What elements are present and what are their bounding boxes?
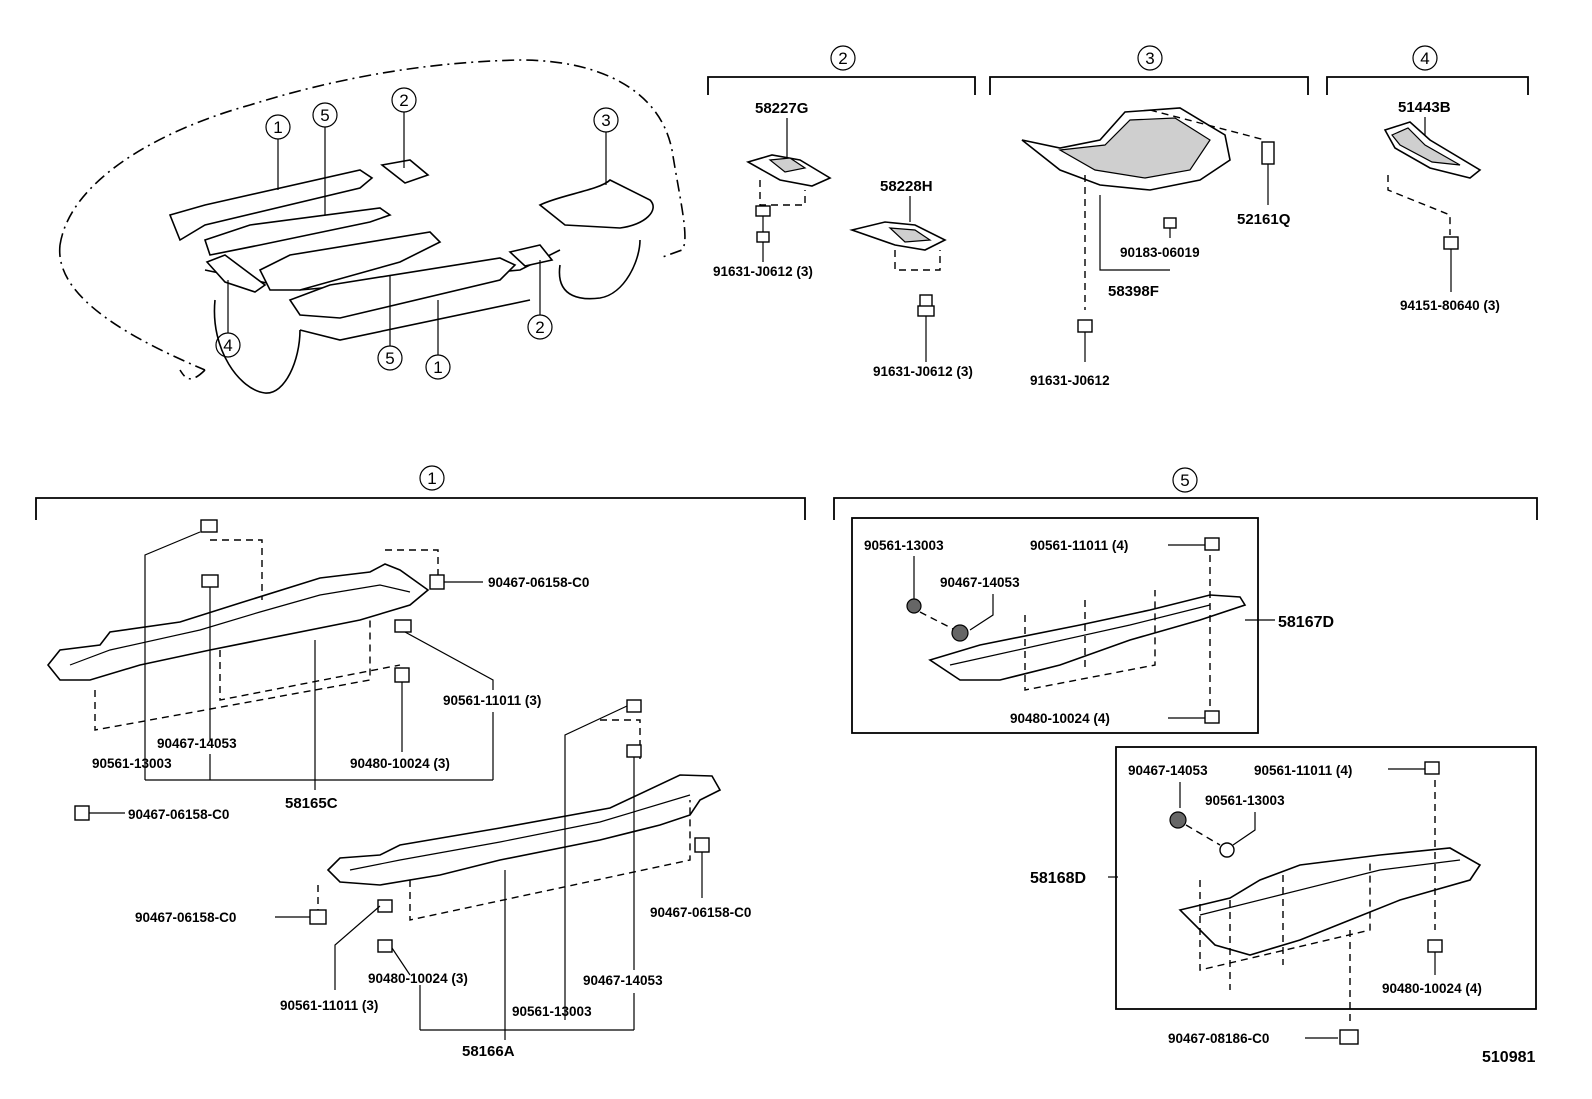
label-90467-06158-C0-a: 90467-06158-C0 [488, 575, 589, 590]
label-90561-13003-a: 90561-13003 [92, 756, 172, 771]
group-5-index: 5 [1180, 471, 1189, 490]
label-90561-11011-a: 90561-11011 (3) [443, 693, 541, 708]
label-90467-06158-C0-d: 90467-06158-C0 [135, 910, 236, 925]
callout-1-top: 1 [265, 114, 291, 190]
label-90561-13003-d: 90561-13003 [1205, 793, 1285, 808]
callout-4: 4 [215, 280, 241, 358]
group-1-index: 1 [427, 469, 436, 488]
label-58398F: 58398F [1108, 283, 1159, 300]
callout-5-top: 5 [312, 102, 338, 215]
label-91631-J0612-c: 91631-J0612 [1030, 373, 1110, 388]
label-52161Q: 52161Q [1237, 211, 1291, 228]
svg-text:3: 3 [601, 111, 610, 130]
label-90480-10024-b: 90480-10024 (3) [368, 971, 468, 986]
svg-text:5: 5 [385, 349, 394, 368]
illustration-id: 510981 [1482, 1049, 1535, 1066]
label-90561-11011-c: 90561-11011 (4) [1030, 538, 1128, 553]
label-90467-14053-c: 90467-14053 [940, 575, 1020, 590]
label-90183-06019: 90183-06019 [1120, 245, 1200, 260]
label-90467-14053-b: 90467-14053 [583, 973, 663, 988]
label-58228H: 58228H [880, 178, 933, 195]
svg-text:1: 1 [273, 118, 282, 137]
group-2: 2 58227G 91631-J0612 (3) 58228H 91631-J0… [707, 45, 976, 379]
label-91631-J0612-a: 91631-J0612 (3) [713, 264, 813, 279]
svg-text:4: 4 [223, 336, 232, 355]
label-90480-10024-c: 90480-10024 (4) [1010, 711, 1110, 726]
label-90561-13003-c: 90561-13003 [864, 538, 944, 553]
label-58165C: 58165C [285, 795, 338, 812]
group-3: 3 52161Q 90183-06019 58398F 91631-J0612 [989, 45, 1309, 388]
label-51443B: 51443B [1398, 99, 1451, 116]
svg-text:2: 2 [535, 318, 544, 337]
vehicle-overview: 1 5 2 3 4 2 5 [58, 59, 686, 394]
group-5: 5 90561-13003 90467-14053 90561-11011 (4… [833, 467, 1538, 1046]
label-58168D: 58168D [1030, 870, 1086, 887]
label-94151-80640: 94151-80640 (3) [1400, 298, 1500, 313]
group-4: 4 51443B 94151-80640 (3) [1326, 45, 1529, 313]
label-91631-J0612-b: 91631-J0612 (3) [873, 364, 973, 379]
label-90561-13003-b: 90561-13003 [512, 1004, 592, 1019]
label-58166A: 58166A [462, 1043, 515, 1060]
label-90467-06158-C0-c: 90467-06158-C0 [650, 905, 751, 920]
label-90480-10024-a: 90480-10024 (3) [350, 756, 450, 771]
label-90467-08186-C0: 90467-08186-C0 [1168, 1031, 1269, 1046]
label-90467-14053-a: 90467-14053 [157, 736, 237, 751]
group-4-index: 4 [1420, 49, 1429, 68]
label-90480-10024-d: 90480-10024 (4) [1382, 981, 1482, 996]
svg-text:5: 5 [320, 106, 329, 125]
label-58227G: 58227G [755, 100, 808, 117]
label-90561-11011-d: 90561-11011 (4) [1254, 763, 1352, 778]
label-90561-11011-b: 90561-11011 (3) [280, 998, 378, 1013]
callout-1-bottom: 1 [425, 300, 451, 380]
callout-2-top: 2 [391, 87, 417, 168]
label-90467-06158-C0-b: 90467-06158-C0 [128, 807, 229, 822]
svg-text:2: 2 [399, 91, 408, 110]
group-2-index: 2 [838, 49, 847, 68]
callout-2-bottom: 2 [527, 260, 553, 340]
group-3-index: 3 [1145, 49, 1154, 68]
label-90467-14053-d: 90467-14053 [1128, 763, 1208, 778]
label-58167D: 58167D [1278, 614, 1334, 631]
svg-text:1: 1 [433, 358, 442, 377]
callout-3: 3 [593, 107, 619, 185]
callout-5-bottom: 5 [377, 275, 403, 371]
group-1: 1 90467-06158-C0 90561-11011 (3) 90467-1… [35, 465, 806, 1060]
